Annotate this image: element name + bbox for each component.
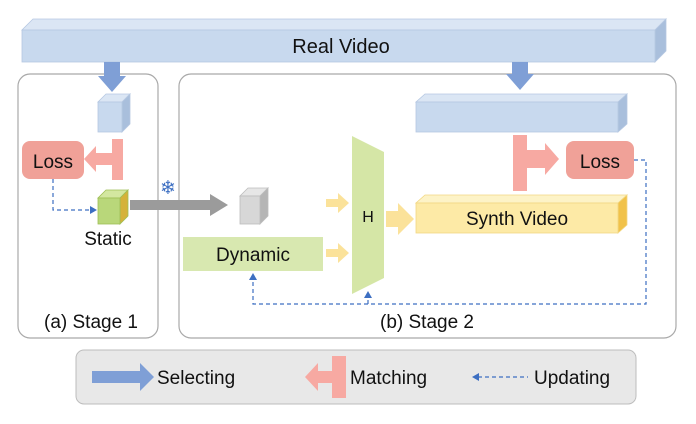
- stage2-update-line: [252, 159, 647, 305]
- legend-matching-arrow: [305, 356, 346, 398]
- arrow-h-to-synth: [386, 203, 414, 235]
- synth-video-label: Synth Video: [466, 209, 568, 230]
- legend-matching-label: Matching: [350, 368, 427, 389]
- stage2-caption: (b) Stage 2: [380, 312, 474, 333]
- frozen-static-cube: [239, 187, 269, 225]
- stage1-update-arrowhead: [90, 206, 97, 214]
- selecting-arrow-stage2: [506, 62, 534, 90]
- static-cube: [97, 189, 129, 225]
- h-label: H: [362, 209, 374, 226]
- static-label: Static: [84, 229, 132, 250]
- legend-updating-label: Updating: [534, 368, 610, 389]
- stage2-loss-label: Loss: [580, 152, 620, 173]
- matching-arrow-stage1: [84, 139, 123, 180]
- stage1-real-cube: [97, 93, 131, 133]
- arrow-static-to-h: [326, 193, 349, 213]
- legend-updating-arrowhead: [472, 373, 479, 381]
- frozen-transfer-arrow: [130, 194, 228, 216]
- arrow-dynamic-to-h: [326, 243, 349, 263]
- snowflake-icon: ❄: [160, 177, 176, 199]
- stage1-update-line: [52, 179, 92, 211]
- update-h-arrowhead: [364, 291, 372, 298]
- selecting-arrow-stage1: [98, 62, 126, 92]
- update-dynamic-arrowhead: [249, 273, 257, 280]
- dynamic-label: Dynamic: [216, 245, 290, 266]
- stage2-loss-box: [566, 141, 634, 179]
- real-video-bar: Real Video: [21, 18, 667, 63]
- stage1-loss-box: [22, 141, 84, 179]
- synth-video-box: [414, 194, 629, 234]
- matching-arrow-stage2: [513, 135, 559, 191]
- legend-selecting-arrow: [92, 363, 154, 391]
- legend-selecting-label: Selecting: [157, 368, 235, 389]
- stage1-loss-label: Loss: [33, 152, 73, 173]
- legend-box: [75, 349, 637, 405]
- dynamic-box: [183, 237, 323, 271]
- stage1-caption: (a) Stage 1: [44, 312, 138, 333]
- stage2-real-video-bar: [414, 93, 629, 133]
- real-video-label: Real Video: [292, 36, 389, 58]
- h-generator-block: [352, 136, 384, 294]
